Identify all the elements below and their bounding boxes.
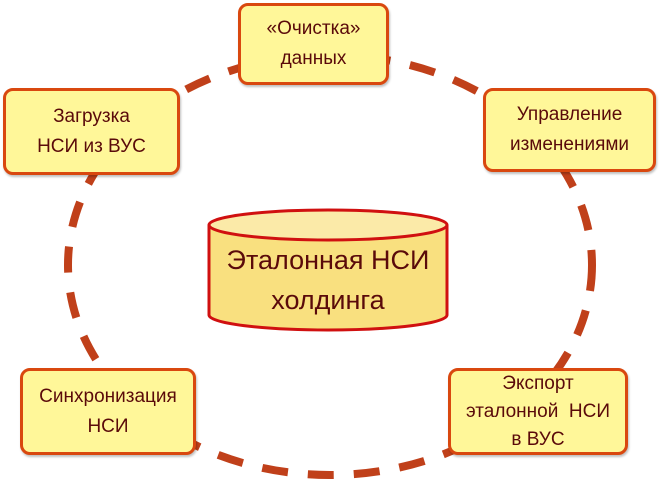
node-line: НСИ: [87, 415, 129, 437]
node-line: Загрузка: [53, 105, 130, 127]
node-line: Экспорт: [502, 372, 574, 394]
node-import: Загрузка НСИ из ВУС: [3, 88, 180, 175]
node-change-management: Управление изменениями: [483, 88, 656, 172]
central-repository-label: Эталонная НСИ холдинга: [208, 240, 448, 320]
database-cylinder: [207, 208, 449, 332]
node-data-cleansing: «Очистка» данных: [238, 3, 389, 85]
center-line2: холдинга: [271, 285, 385, 315]
node-line: Синхронизация: [39, 385, 177, 407]
center-line1: Эталонная НСИ: [226, 245, 430, 275]
node-line: НСИ из ВУС: [37, 135, 146, 157]
node-line: эталонной НСИ: [465, 400, 611, 422]
node-synchronization: Синхронизация НСИ: [20, 368, 196, 455]
node-line: изменениями: [509, 134, 630, 155]
node-line: Управление: [516, 104, 623, 125]
node-line: данных: [280, 48, 347, 69]
node-line: «Очистка»: [266, 18, 361, 39]
node-line: в ВУС: [511, 428, 565, 450]
node-export: Экспорт эталонной НСИ в ВУС: [448, 368, 628, 455]
